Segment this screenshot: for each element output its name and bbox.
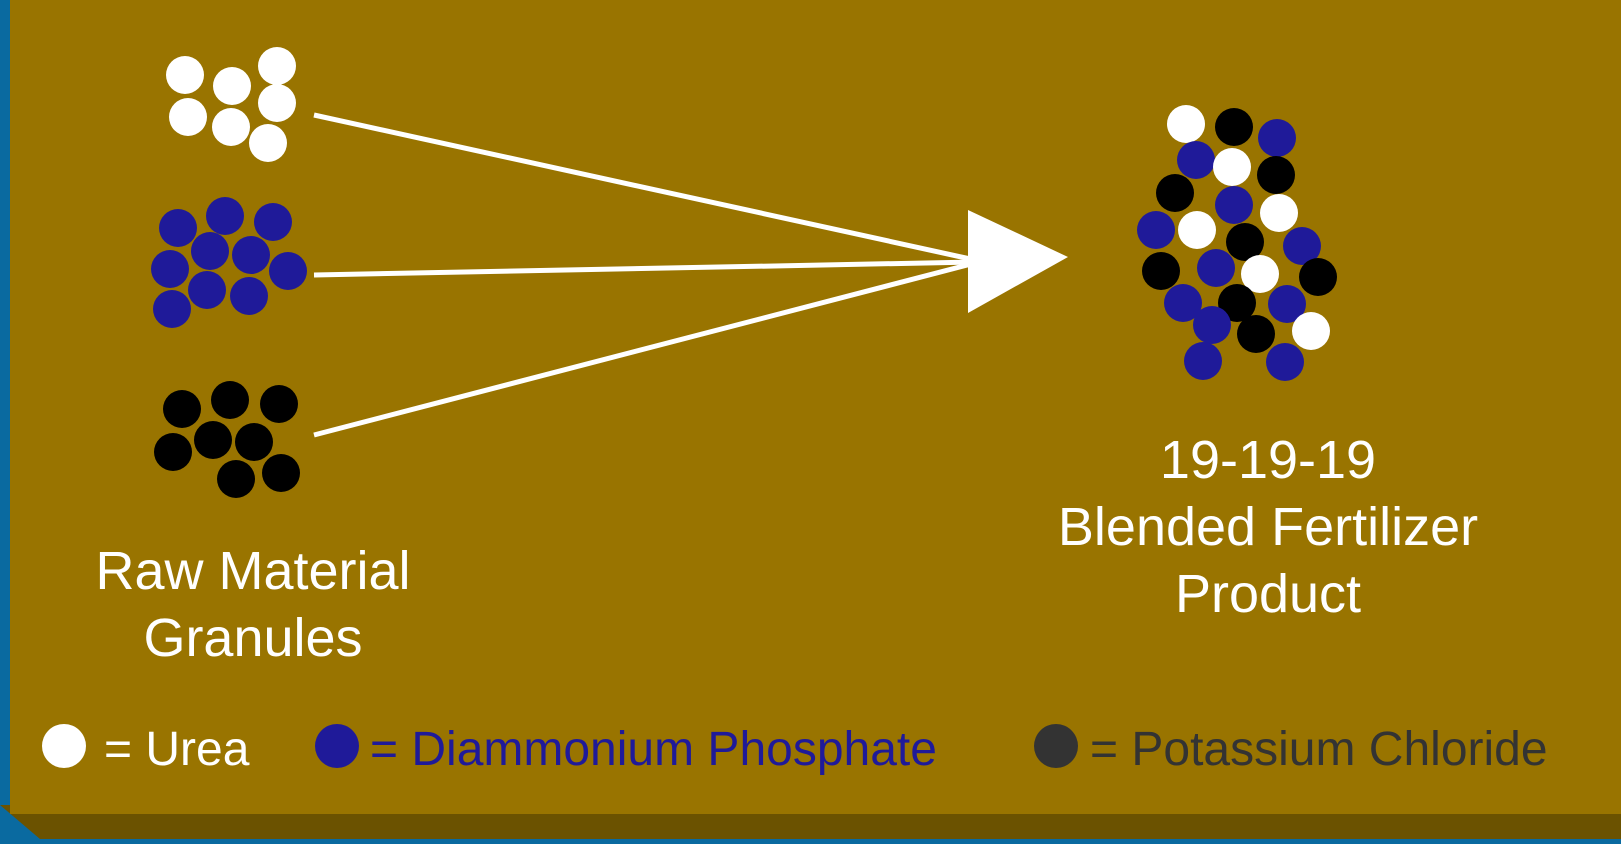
blended-dap-granule (1266, 343, 1304, 381)
kcl-granule (260, 385, 298, 423)
legend-kcl-label: = Potassium Chloride (1090, 723, 1548, 776)
urea-granule (249, 124, 287, 162)
dap-granule (188, 271, 226, 309)
blended-kcl-granule (1156, 174, 1194, 212)
urea-granule (169, 98, 207, 136)
urea-granule-cluster (166, 47, 296, 162)
blended-kcl-granule (1142, 252, 1180, 290)
arrow-line-dap (313, 259, 976, 278)
product-grade-label: 19-19-19 (1160, 430, 1376, 490)
arrow-line-kcl (313, 260, 976, 438)
kcl-granule (262, 454, 300, 492)
legend-dap-swatch (315, 724, 359, 768)
urea-granule (213, 67, 251, 105)
kcl-granule (211, 381, 249, 419)
dap-granule (269, 252, 307, 290)
blended-urea-granule (1241, 255, 1279, 293)
product-label-line2: Blended Fertilizer (1058, 497, 1478, 557)
dap-granule (230, 277, 268, 315)
blended-granule-cluster (1137, 105, 1337, 381)
blended-dap-granule (1215, 186, 1253, 224)
blended-urea-granule (1167, 105, 1205, 143)
blended-kcl-granule (1257, 156, 1295, 194)
blended-dap-granule (1164, 284, 1202, 322)
kcl-granule (163, 390, 201, 428)
dap-granule (206, 197, 244, 235)
raw-material-label-line2: Granules (143, 608, 362, 668)
kcl-granule (154, 433, 192, 471)
urea-granule (166, 56, 204, 94)
arrow-line-urea (313, 112, 976, 263)
dap-granule (232, 236, 270, 274)
dap-granule (159, 209, 197, 247)
dap-granule (151, 250, 189, 288)
kcl-granule (217, 460, 255, 498)
blended-kcl-granule (1226, 223, 1264, 261)
blended-urea-granule (1260, 194, 1298, 232)
blended-dap-granule (1184, 342, 1222, 380)
blended-dap-granule (1268, 285, 1306, 323)
legend-urea-swatch (42, 724, 86, 768)
kcl-granule (235, 423, 273, 461)
raw-material-label-line1: Raw Material (95, 541, 410, 601)
legend-urea-label: = Urea (104, 723, 250, 776)
blended-dap-granule (1193, 306, 1231, 344)
blended-urea-granule (1292, 312, 1330, 350)
background-panel (10, 0, 1621, 814)
dap-granule (254, 203, 292, 241)
legend-kcl-swatch (1034, 724, 1078, 768)
blended-dap-granule (1177, 141, 1215, 179)
dap-granule (191, 232, 229, 270)
blended-kcl-granule (1237, 315, 1275, 353)
blended-dap-granule (1258, 119, 1296, 157)
product-label-line3: Product (1175, 564, 1361, 624)
kcl-granule (194, 421, 232, 459)
blended-urea-granule (1178, 211, 1216, 249)
arrow-head (968, 210, 1068, 313)
urea-granule (212, 108, 250, 146)
dap-granule (153, 290, 191, 328)
legend-dap-label: = Diammonium Phosphate (370, 723, 937, 776)
urea-granule (258, 47, 296, 85)
blended-kcl-granule (1299, 258, 1337, 296)
blended-dap-granule (1197, 249, 1235, 287)
dap-granule-cluster (151, 197, 307, 328)
blended-kcl-granule (1218, 284, 1256, 322)
blended-dap-granule (1137, 211, 1175, 249)
urea-granule (258, 84, 296, 122)
blended-urea-granule (1213, 148, 1251, 186)
kcl-granule-cluster (154, 381, 300, 498)
blended-dap-granule (1283, 227, 1321, 265)
blended-kcl-granule (1215, 108, 1253, 146)
